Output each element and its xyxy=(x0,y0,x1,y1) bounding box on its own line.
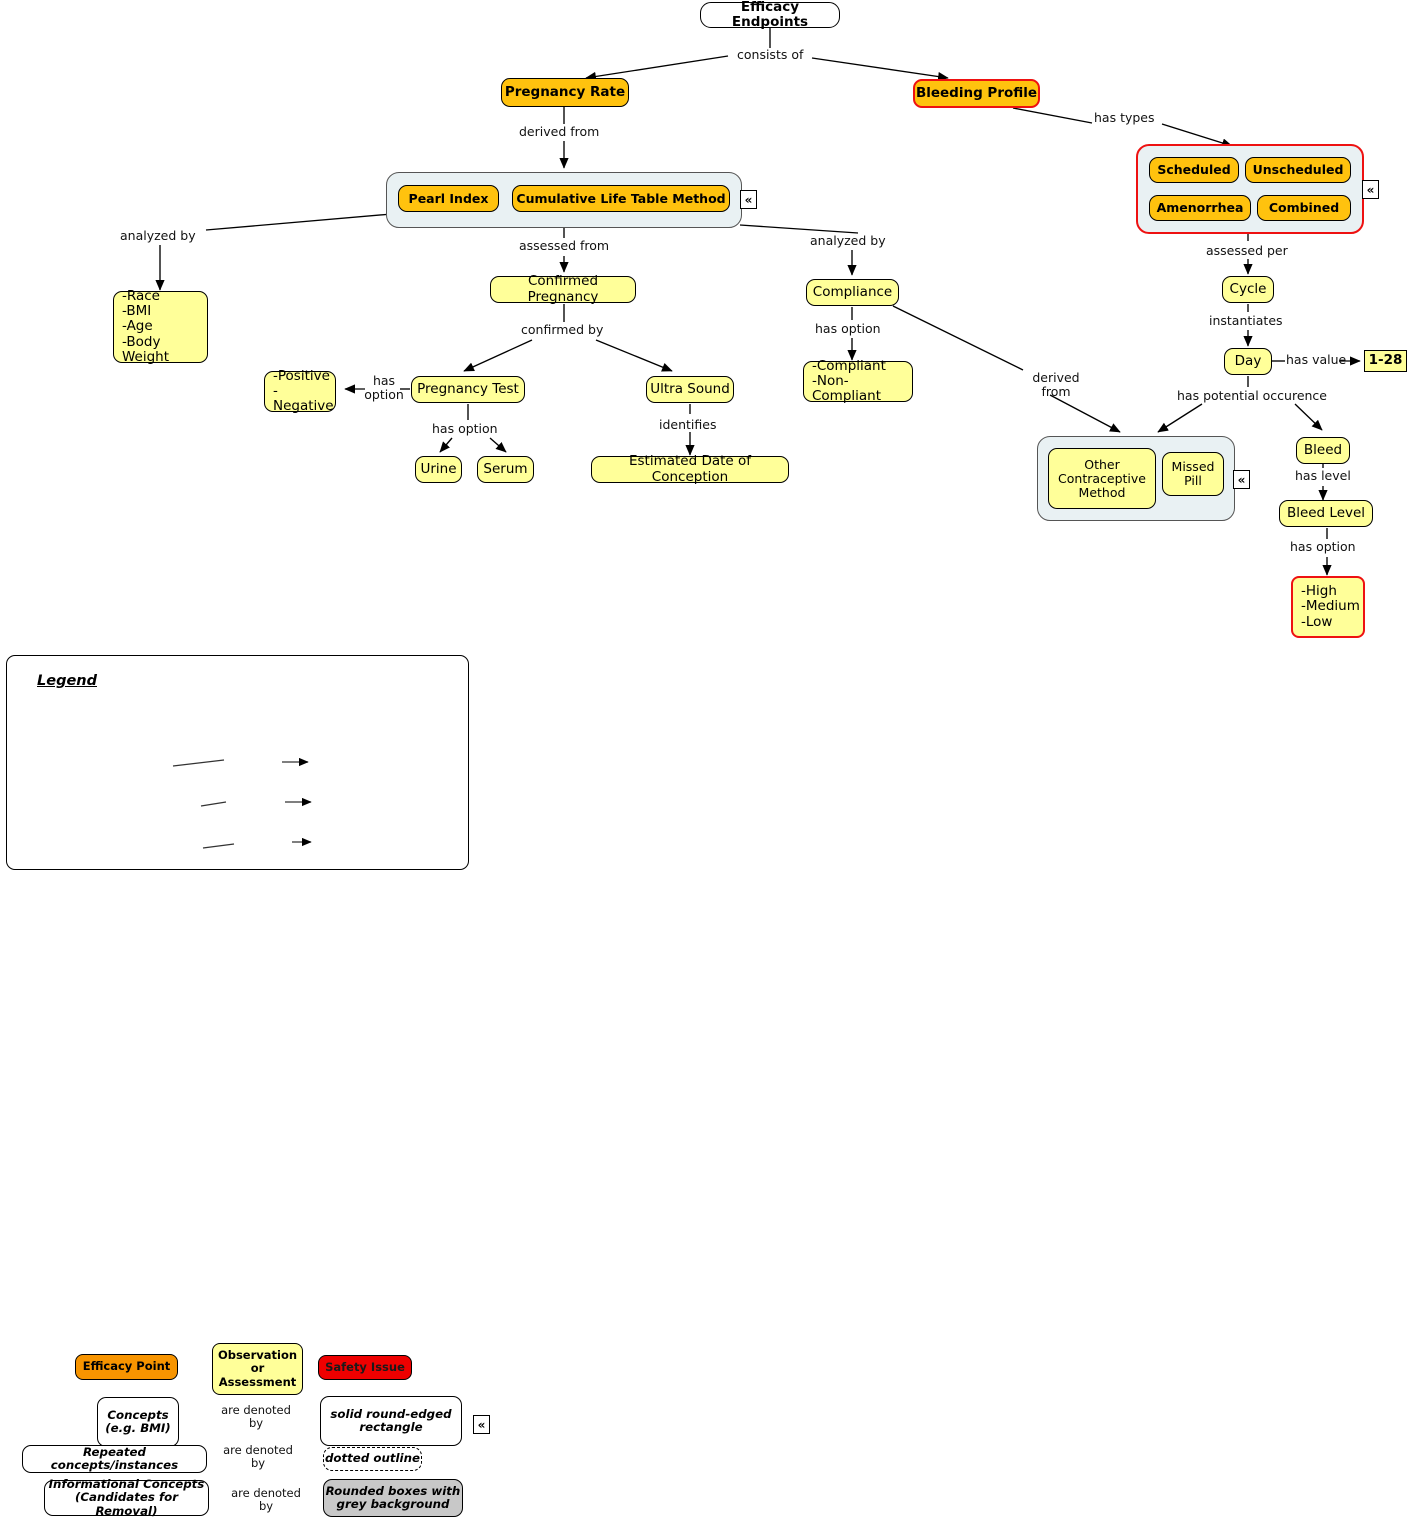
group-badge-icon-bleeding-types[interactable]: « xyxy=(1362,180,1379,199)
legend-panel: Legend Efficacy Point Observation or Ass… xyxy=(6,655,490,1517)
legend-title: Legend xyxy=(37,673,97,689)
node-compliance[interactable]: Compliance xyxy=(806,279,899,306)
node-combined[interactable]: Combined xyxy=(1257,195,1351,221)
edge-label-has-potential-occurence: has potential occurence xyxy=(1177,388,1327,403)
group-badge-icon-legend[interactable]: « xyxy=(473,1415,490,1434)
edge-label-analyzed-by-left: analyzed by xyxy=(120,228,196,243)
edge-label-assessed-from: assessed from xyxy=(519,238,610,253)
legend-row-relation-3: are denoted by xyxy=(231,1486,301,1514)
node-bleeding-profile[interactable]: Bleeding Profile xyxy=(913,79,1040,108)
node-scheduled[interactable]: Scheduled xyxy=(1149,157,1239,183)
edge-label-derived-from-2: derived from xyxy=(1032,370,1080,399)
node-confirmed-pregnancy[interactable]: Confirmed Pregnancy xyxy=(490,274,636,304)
legend-row-target-grey-background: Rounded boxes with grey background xyxy=(323,1479,463,1517)
node-missed-pill[interactable]: Missed Pill xyxy=(1162,452,1224,496)
node-day-value[interactable]: 1-28 xyxy=(1364,350,1407,372)
edge-label-has-option-compliance: has option xyxy=(815,321,881,336)
edge-label-has-option-bleed: has option xyxy=(1290,539,1356,554)
legend-row-source-repeated-concepts: Repeated concepts/instances xyxy=(22,1445,207,1473)
group-badge-icon-occurrences[interactable]: « xyxy=(1233,470,1250,489)
node-amenorrhea[interactable]: Amenorrhea xyxy=(1149,195,1251,221)
node-test-result-options[interactable]: -Positive -Negative xyxy=(264,368,336,414)
group-badge-icon-methods[interactable]: « xyxy=(740,190,757,209)
legend-swatch-safety-issue: Safety Issue xyxy=(318,1355,412,1380)
node-bleed-level[interactable]: Bleed Level xyxy=(1279,500,1373,527)
node-cumulative-life-table-method[interactable]: Cumulative Life Table Method xyxy=(512,185,730,212)
legend-row-target-solid-round-edged-rectangle: solid round-edged rectangle xyxy=(320,1396,462,1446)
edge-label-has-level: has level xyxy=(1295,468,1351,483)
edge-label-has-types: has types xyxy=(1094,110,1155,125)
legend-swatch-efficacy-point: Efficacy Point xyxy=(75,1354,178,1380)
node-ultra-sound[interactable]: Ultra Sound xyxy=(646,376,734,403)
edge-label-instantiates: instantiates xyxy=(1209,313,1283,328)
node-pearl-index[interactable]: Pearl Index xyxy=(398,185,499,212)
edge-label-derived-from: derived from xyxy=(519,124,600,139)
node-urine[interactable]: Urine xyxy=(415,456,462,483)
edge-label-consists-of: consists of xyxy=(737,47,804,62)
node-other-contraceptive-method[interactable]: Other Contraceptive Method xyxy=(1048,448,1156,509)
edge-label-analyzed-by-right: analyzed by xyxy=(810,233,886,248)
edge-label-has-option-test2: has option xyxy=(432,421,498,436)
node-compliance-options[interactable]: -Compliant -Non-Compliant xyxy=(803,358,913,404)
legend-row-target-dotted-outline: dotted outline xyxy=(323,1447,422,1471)
node-pregnancy-test[interactable]: Pregnancy Test xyxy=(411,376,525,403)
node-serum[interactable]: Serum xyxy=(477,456,534,483)
legend-row-source-informational-concepts: Informational Concepts (Candidates for R… xyxy=(44,1477,209,1517)
node-estimated-date-of-conception[interactable]: Estimated Date of Conception xyxy=(591,454,789,484)
node-bleed-level-options[interactable]: -High -Medium -Low xyxy=(1291,576,1365,638)
node-day[interactable]: Day xyxy=(1224,348,1272,375)
node-demographics-list[interactable]: -Race -BMI -Age -Body Weight xyxy=(113,289,208,364)
node-unscheduled[interactable]: Unscheduled xyxy=(1245,157,1351,183)
legend-row-relation-2: are denoted by xyxy=(223,1443,293,1471)
edge-label-confirmed-by: confirmed by xyxy=(521,322,604,337)
legend-row-source-concepts: Concepts (e.g. BMI) xyxy=(97,1397,179,1447)
legend-row-relation-1: are denoted by xyxy=(221,1403,291,1431)
edge-label-identifies: identifies xyxy=(659,417,717,432)
edge-label-has-option-test: has option xyxy=(364,373,404,402)
node-cycle[interactable]: Cycle xyxy=(1222,276,1274,303)
node-bleed[interactable]: Bleed xyxy=(1296,437,1350,464)
node-pregnancy-rate[interactable]: Pregnancy Rate xyxy=(501,78,629,107)
edge-label-has-value: has value xyxy=(1286,352,1347,367)
legend-swatch-observation-or-assessment: Observation or Assessment xyxy=(212,1343,303,1395)
edge-label-assessed-per: assessed per xyxy=(1206,243,1288,258)
concept-map-canvas: consists of derived from has types analy… xyxy=(6,0,1407,1517)
node-efficacy-endpoints[interactable]: Efficacy Endpoints xyxy=(700,0,840,30)
